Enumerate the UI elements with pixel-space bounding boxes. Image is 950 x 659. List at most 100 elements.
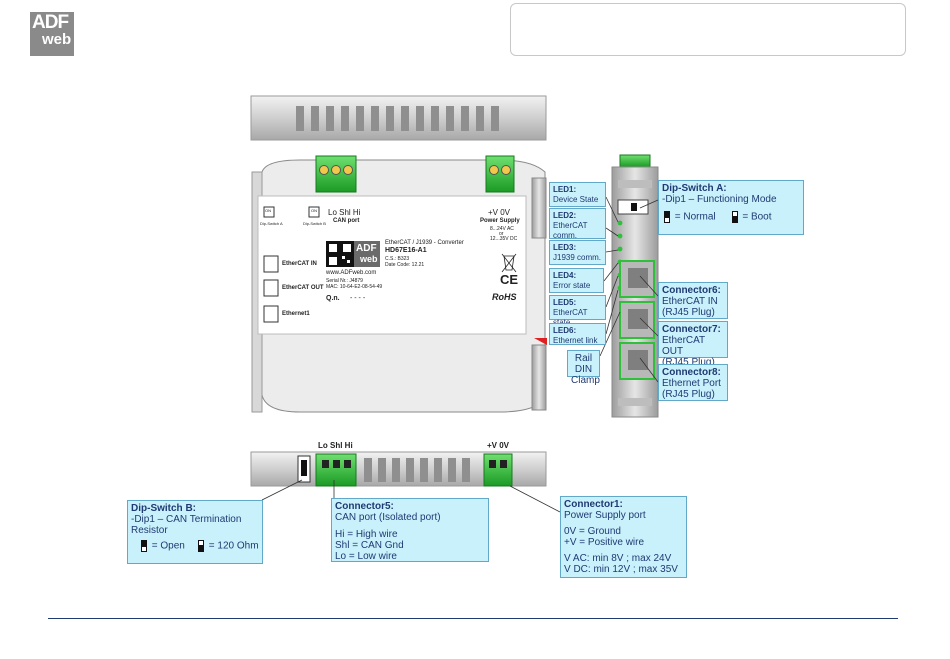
bottom-power-label: +V 0V bbox=[487, 441, 510, 450]
dip-a-small-label: Dip-Switch A bbox=[260, 221, 283, 226]
power-or: or bbox=[499, 231, 504, 237]
product-line: EtherCAT / J1939 - Converter bbox=[385, 240, 464, 246]
ethernet1-label: Ethernet1 bbox=[282, 311, 310, 317]
ce-mark: CE bbox=[500, 272, 519, 287]
conn1-title: Connector1: bbox=[564, 499, 623, 510]
callout-connector5: Connector5: CAN port (Isolated port) Hi … bbox=[331, 498, 489, 562]
dip-b-line1: -Dip1 – CAN Termination bbox=[131, 514, 242, 525]
led3-title: LED3: bbox=[553, 243, 577, 252]
conn8-title: Connector8: bbox=[662, 367, 721, 378]
adfweb-logo: ADF web bbox=[30, 12, 74, 56]
callout-led4: LED4: Error state bbox=[549, 268, 604, 293]
dip-a-title: Dip-Switch A: bbox=[662, 183, 727, 194]
led5-desc: EtherCAT state bbox=[553, 308, 588, 327]
callout-connector7: Connector7: EtherCAT OUT (RJ45 Plug) bbox=[658, 321, 728, 368]
dip-b-ohm: = 120 Ohm bbox=[208, 540, 259, 552]
rohs-mark: RoHS bbox=[492, 292, 517, 302]
power-range2: 12...35V DC bbox=[490, 236, 518, 242]
power-v-label: +V 0V bbox=[488, 208, 511, 217]
conn5-line4: Lo = Low wire bbox=[335, 551, 397, 562]
dip-b-small-label: Dip-Switch B bbox=[303, 221, 326, 226]
cs-label: C.S.: B323 bbox=[385, 256, 410, 262]
website-label: www.ADFweb.com bbox=[326, 270, 377, 276]
rail-line1: Rail DIN bbox=[574, 353, 593, 375]
conn5-line1: CAN port (Isolated port) bbox=[335, 512, 441, 523]
switch-120ohm-icon bbox=[198, 540, 204, 552]
serial-label: Serial Nr.: J4879 bbox=[326, 278, 363, 284]
switch-normal-icon bbox=[664, 211, 670, 223]
led6-title: LED6: bbox=[553, 326, 577, 335]
led6-desc: Ethernet link bbox=[553, 336, 598, 345]
ethercat-out-label: EtherCAT OUT bbox=[282, 285, 324, 291]
callout-led5: LED5: EtherCAT state bbox=[549, 295, 606, 327]
callout-led2: LED2: EtherCAT comm. bbox=[549, 208, 606, 240]
small-logo-web: web bbox=[360, 254, 378, 264]
led2-desc2: comm. bbox=[553, 231, 577, 240]
dip-a-boot: = Boot bbox=[742, 211, 772, 223]
dip-a-normal: = Normal bbox=[674, 211, 716, 223]
date-code-label: Date Code: 12.21 bbox=[385, 262, 425, 268]
logo-line1: ADF bbox=[32, 12, 69, 33]
conn1-line1: Power Supply port bbox=[564, 510, 646, 521]
led2-title: LED2: bbox=[553, 211, 577, 220]
conn7-title: Connector7: bbox=[662, 324, 721, 335]
led4-desc: Error state bbox=[553, 281, 591, 290]
conn1-line2: 0V = Ground bbox=[564, 526, 621, 537]
switch-open-icon bbox=[141, 540, 147, 552]
conn6-line1: EtherCAT IN bbox=[662, 296, 718, 307]
led1-title: LED1: bbox=[553, 185, 577, 194]
product-code: HD67E16-A1 bbox=[385, 247, 427, 254]
can-port-label: CAN port bbox=[333, 218, 360, 224]
header-box bbox=[510, 3, 906, 56]
logo-line2: web bbox=[42, 31, 72, 48]
callout-led1: LED1: Device State bbox=[549, 182, 606, 207]
conn5-line3: Shl = CAN Gnd bbox=[335, 540, 404, 551]
conn1-line5: V DC: min 12V ; max 35V bbox=[564, 564, 678, 575]
conn7-line1: EtherCAT OUT bbox=[662, 335, 705, 357]
front-view bbox=[251, 155, 547, 413]
on-label-a: ON bbox=[265, 208, 271, 213]
footer-divider bbox=[48, 618, 898, 619]
led4-title: LED4: bbox=[553, 271, 577, 280]
lo-shl-hi-label: Lo Shl Hi bbox=[328, 208, 361, 217]
leader-lines bbox=[261, 196, 659, 513]
power-range1: 8...24V AC bbox=[490, 226, 514, 232]
rail-line2: Clamp bbox=[571, 375, 600, 386]
dip-b-open: = Open bbox=[151, 540, 185, 552]
callout-connector8: Connector8: Ethernet Port (RJ45 Plug) bbox=[658, 364, 728, 401]
conn6-line2: (RJ45 Plug) bbox=[662, 307, 715, 318]
qn-label: Q.n. bbox=[326, 295, 340, 302]
conn8-line1: Ethernet Port bbox=[662, 378, 721, 389]
dip-b-line2: Resistor bbox=[131, 525, 168, 536]
conn1-line3: +V = Positive wire bbox=[564, 537, 645, 548]
conn8-line2: (RJ45 Plug) bbox=[662, 389, 715, 400]
bottom-lo-shl-hi: Lo Shl Hi bbox=[318, 441, 353, 450]
on-label-b: ON bbox=[311, 208, 317, 213]
small-logo-adf: ADF bbox=[356, 243, 377, 254]
mac-label: MAC: 10-64-E2-08-54-49 bbox=[326, 284, 383, 290]
ethercat-in-label: EtherCAT IN bbox=[282, 261, 317, 267]
side-view bbox=[611, 154, 659, 418]
led2-desc1: EtherCAT bbox=[553, 221, 588, 230]
power-supply-label: Power Supply bbox=[480, 218, 520, 224]
led5-title: LED5: bbox=[553, 298, 577, 307]
top-view bbox=[250, 95, 547, 141]
conn7-line2: (RJ45 Plug) bbox=[662, 357, 715, 368]
callout-led3: LED3: J1939 comm. bbox=[549, 240, 606, 265]
bottom-view bbox=[250, 451, 547, 487]
dip-b-title: Dip-Switch B: bbox=[131, 503, 196, 514]
switch-boot-icon bbox=[731, 211, 738, 223]
callout-connector6: Connector6: EtherCAT IN (RJ45 Plug) bbox=[658, 282, 728, 319]
led1-desc: Device State bbox=[553, 195, 599, 204]
callout-dip-switch-a: Dip-Switch A: -Dip1 – Functioning Mode =… bbox=[658, 180, 804, 235]
callout-rail-din: Rail DIN Clamp bbox=[567, 350, 600, 386]
led3-desc: J1939 comm. bbox=[553, 253, 602, 262]
conn1-line4: V AC: min 8V ; max 24V bbox=[564, 553, 672, 564]
qn-value: - - - - bbox=[350, 295, 366, 302]
conn6-title: Connector6: bbox=[662, 285, 721, 296]
callout-led6: LED6: Ethernet link bbox=[549, 323, 606, 345]
dip-a-desc: -Dip1 – Functioning Mode bbox=[662, 194, 777, 205]
conn5-line2: Hi = High wire bbox=[335, 529, 398, 540]
callout-dip-switch-b: Dip-Switch B: -Dip1 – CAN Termination Re… bbox=[127, 500, 263, 564]
